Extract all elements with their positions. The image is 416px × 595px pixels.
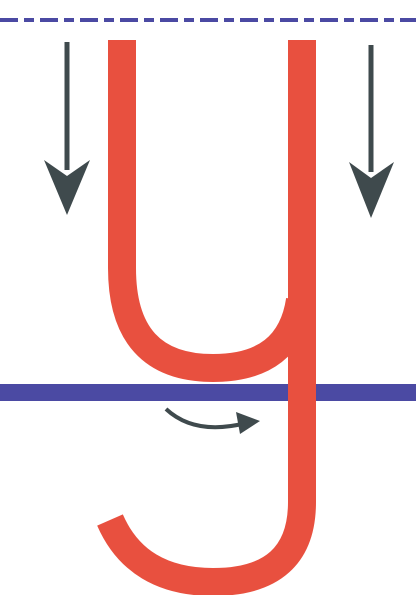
tail-curve-arrow-icon — [164, 407, 260, 434]
right-down-arrow-icon — [349, 45, 394, 218]
left-down-arrow-icon — [44, 42, 90, 215]
baseline-guide-line — [0, 384, 416, 401]
letter-y-left-stroke — [108, 40, 314, 382]
letter-y-right-stroke — [97, 40, 316, 595]
